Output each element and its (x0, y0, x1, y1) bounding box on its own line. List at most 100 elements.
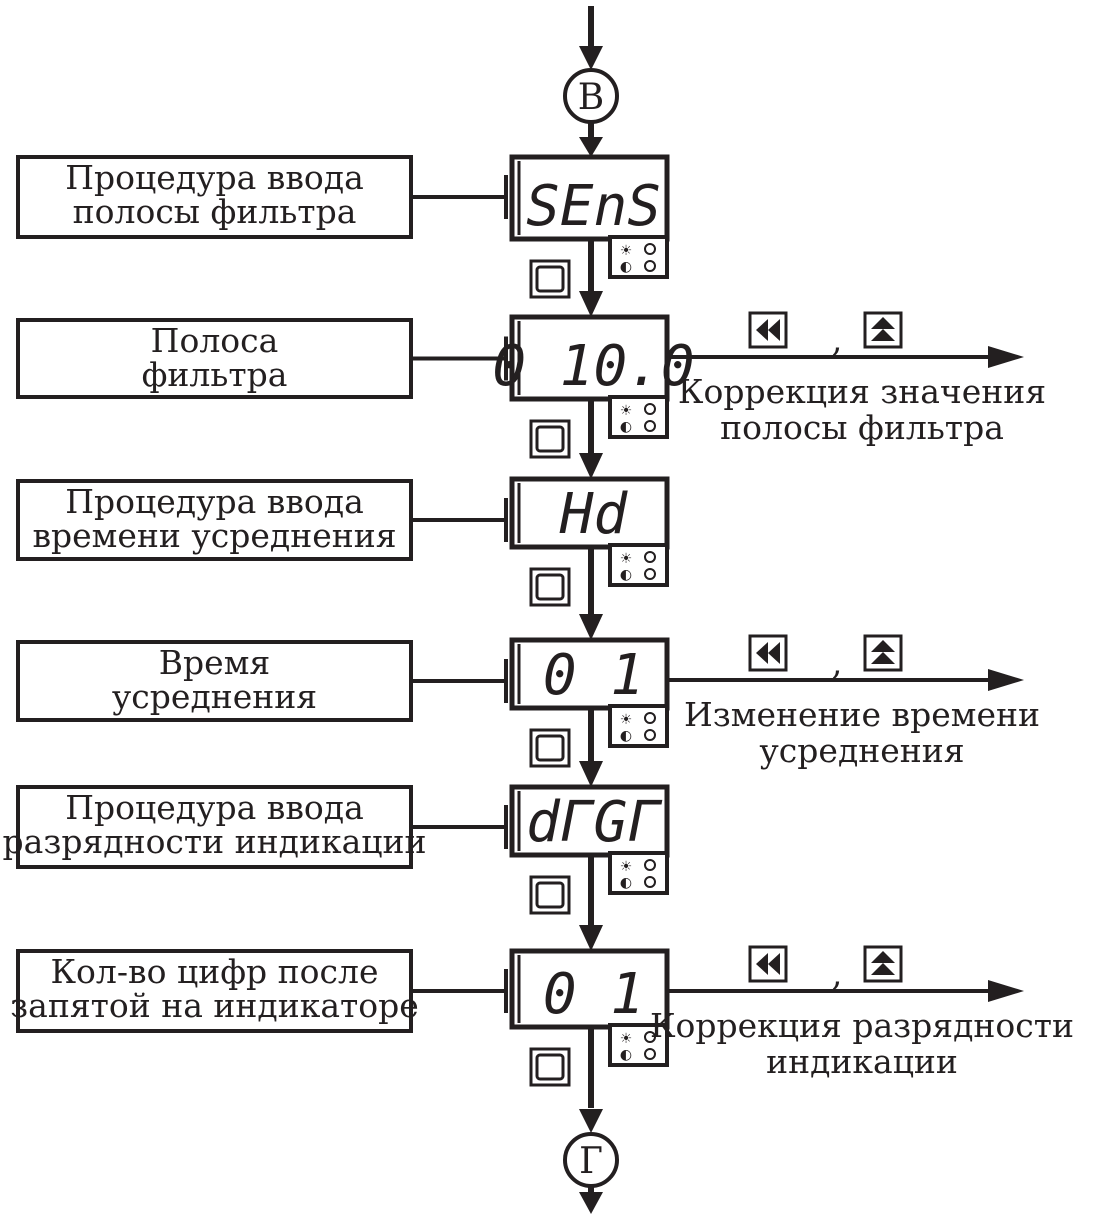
display-box (509, 154, 670, 242)
step-label-text: Кол-во цифр после (51, 952, 379, 991)
half-circle-icon: ◐ (620, 419, 632, 435)
display-readout: SEnS (526, 174, 661, 239)
sun-icon: ☀ (620, 403, 633, 419)
cycle-button-icon (529, 728, 571, 768)
separator-comma: , (832, 954, 843, 994)
led-icon (644, 1031, 656, 1043)
display-readout: 0 1 (543, 643, 644, 708)
arrow-head (988, 669, 1024, 691)
half-circle-icon: ◐ (620, 1047, 632, 1063)
sun-icon: ☀ (620, 859, 633, 875)
cycle-arrows (535, 573, 565, 601)
led-icon (644, 876, 656, 888)
arrow-head (579, 925, 603, 951)
step-label-text: Процедура ввода (65, 158, 364, 197)
step-label-text: фильтра (142, 355, 288, 394)
cycle-button-icon (529, 875, 571, 915)
rewind-arrow (768, 953, 780, 975)
led-indicator-panel (608, 395, 669, 439)
rewind-arrow (756, 642, 768, 664)
action-text: Коррекция разрядности (650, 1006, 1074, 1045)
arrow-head (579, 453, 603, 479)
action-text: индикации (766, 1042, 958, 1081)
led-indicator-panel (608, 851, 669, 895)
led-icon (644, 243, 656, 255)
step-label-text: времени усреднения (32, 516, 396, 555)
cycle-arrows (535, 265, 565, 293)
half-circle-icon: ◐ (620, 875, 632, 891)
sun-icon: ☀ (620, 712, 633, 728)
connector-bottom-label: Г (579, 1141, 603, 1182)
led-indicator-panel (608, 235, 669, 279)
display-readout: Hd (559, 482, 629, 547)
led-icon (644, 260, 656, 272)
step-label-box (16, 479, 413, 561)
up-arrow (871, 329, 895, 341)
up-arrow (871, 951, 895, 963)
half-circle-icon: ◐ (620, 567, 632, 583)
arrow-head (579, 291, 603, 317)
up-button-icon (863, 311, 903, 349)
step-label-text: усреднения (112, 677, 317, 716)
cycle-arrows (535, 425, 565, 453)
up-arrow (871, 317, 895, 329)
cycle-button-icon (529, 1047, 571, 1087)
step-label-text: Время (159, 643, 270, 682)
step-label-text: разрядности индикации (3, 822, 427, 861)
step-label-text: запятой на индикаторе (10, 986, 419, 1025)
arrow-head (579, 1192, 603, 1214)
sun-icon: ☀ (620, 551, 633, 567)
rewind-arrow (756, 319, 768, 341)
separator-comma: , (832, 643, 843, 683)
arrow-head (579, 761, 603, 787)
up-button-icon (863, 945, 903, 983)
rewind-button-icon (748, 945, 788, 983)
rewind-arrow (768, 642, 780, 664)
led-icon (644, 1048, 656, 1060)
step-label-box (16, 318, 413, 399)
half-circle-icon: ◐ (620, 259, 632, 275)
cycle-arrows (535, 1053, 565, 1081)
display-readout: 0 10.0 (492, 334, 694, 399)
separator-comma: , (832, 320, 843, 360)
display-box (509, 476, 670, 550)
step-label-text: полосы фильтра (73, 192, 357, 231)
display-box (509, 948, 670, 1030)
up-arrow (871, 652, 895, 664)
led-icon (644, 729, 656, 741)
action-text: усреднения (759, 731, 964, 770)
cycle-button-icon (529, 259, 571, 299)
arrow-head (988, 346, 1024, 368)
up-button-icon (863, 634, 903, 672)
arrow-head (579, 46, 603, 70)
led-icon (644, 859, 656, 871)
display-readout: 0 1 (543, 962, 644, 1027)
led-indicator-panel (608, 1023, 669, 1067)
step-label-text: Процедура ввода (65, 482, 364, 521)
cycle-button-icon (529, 419, 571, 459)
arrow-head (988, 980, 1024, 1002)
half-circle-icon: ◐ (620, 728, 632, 744)
action-text: Коррекция значения (678, 372, 1046, 411)
step-label-text: Процедура ввода (65, 788, 364, 827)
led-indicator-panel (608, 543, 669, 587)
action-text: полосы фильтра (720, 408, 1004, 447)
led-icon (644, 712, 656, 724)
step-label-text: Полоса (151, 321, 279, 360)
display-box (509, 784, 670, 858)
connector-top-label: В (578, 77, 604, 118)
rewind-arrow (756, 953, 768, 975)
led-icon (644, 420, 656, 432)
led-indicator-panel (608, 704, 669, 748)
rewind-button-icon (748, 634, 788, 672)
step-label-box (16, 640, 413, 722)
display-readout: dГGГ (526, 790, 663, 855)
arrow-head (579, 137, 603, 157)
cycle-button-icon (529, 567, 571, 607)
action-text: Изменение времени (684, 695, 1040, 734)
led-icon (644, 551, 656, 563)
sun-icon: ☀ (620, 1031, 633, 1047)
display-box (509, 314, 670, 402)
sun-icon: ☀ (620, 243, 633, 259)
